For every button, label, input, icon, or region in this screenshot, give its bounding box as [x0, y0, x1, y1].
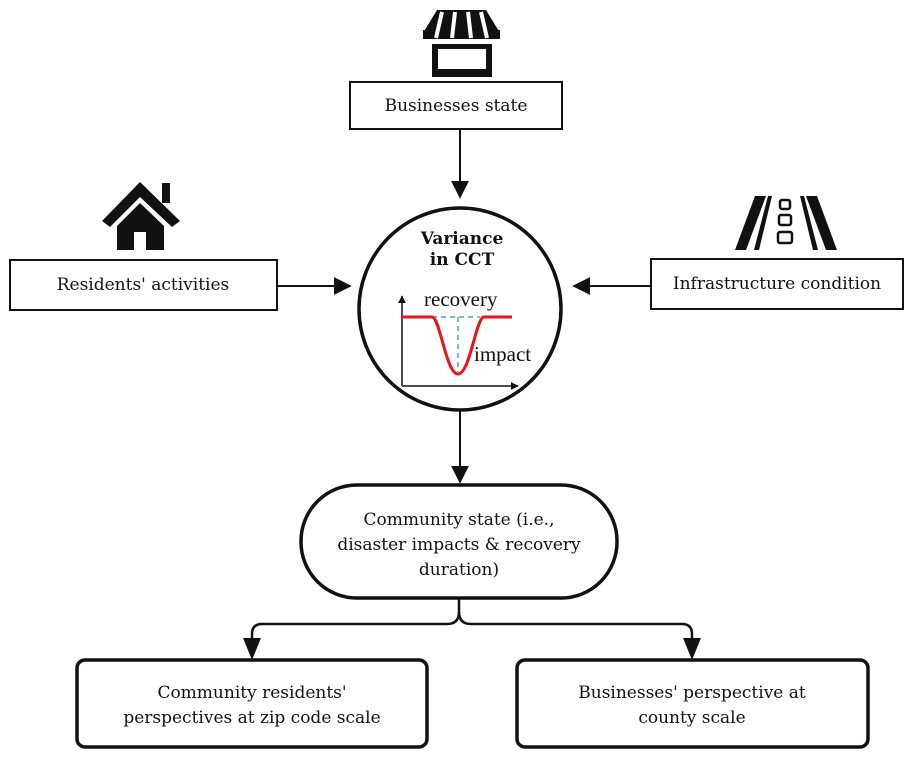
- storefront-icon: [423, 10, 500, 77]
- bracket-connector: [243, 598, 701, 660]
- businesses-state-node: Businesses state: [349, 81, 563, 130]
- community-state-line1: Community state (i.e.,: [364, 510, 555, 530]
- residents-perspective-line1: Community residents': [157, 683, 346, 703]
- residents-perspective-node: Community residents' perspectives at zip…: [75, 658, 429, 749]
- infrastructure-condition-node: Infrastructure condition: [650, 258, 904, 310]
- residents-perspective-line2: perspectives at zip code scale: [123, 708, 380, 728]
- house-icon: [102, 182, 180, 250]
- arrow-to-business-perspective: [683, 638, 701, 660]
- business-perspective-line1: Businesses' perspective at: [578, 683, 806, 703]
- community-state-node: Community state (i.e., disaster impacts …: [299, 483, 619, 600]
- center-title-line2: in CCT: [430, 250, 495, 270]
- businesses-state-label: Businesses state: [385, 96, 528, 116]
- center-title-line1: Variance: [420, 229, 504, 249]
- business-perspective-node: Businesses' perspective at county scale: [515, 658, 870, 749]
- impact-label: impact: [474, 342, 531, 366]
- residents-activities-node: Residents' activities: [9, 259, 278, 311]
- inset-recovery-chart: recovery impact: [398, 287, 531, 390]
- community-state-line2: disaster impacts & recovery: [337, 535, 581, 555]
- arrow-to-residents-perspective: [243, 638, 261, 660]
- road-icon: [735, 196, 837, 250]
- disruption-curve: [402, 315, 512, 376]
- business-perspective-line2: county scale: [638, 708, 745, 728]
- community-state-line3: duration): [419, 560, 499, 580]
- recovery-label: recovery: [424, 287, 498, 311]
- infrastructure-condition-label: Infrastructure condition: [673, 274, 881, 294]
- residents-activities-label: Residents' activities: [57, 275, 230, 295]
